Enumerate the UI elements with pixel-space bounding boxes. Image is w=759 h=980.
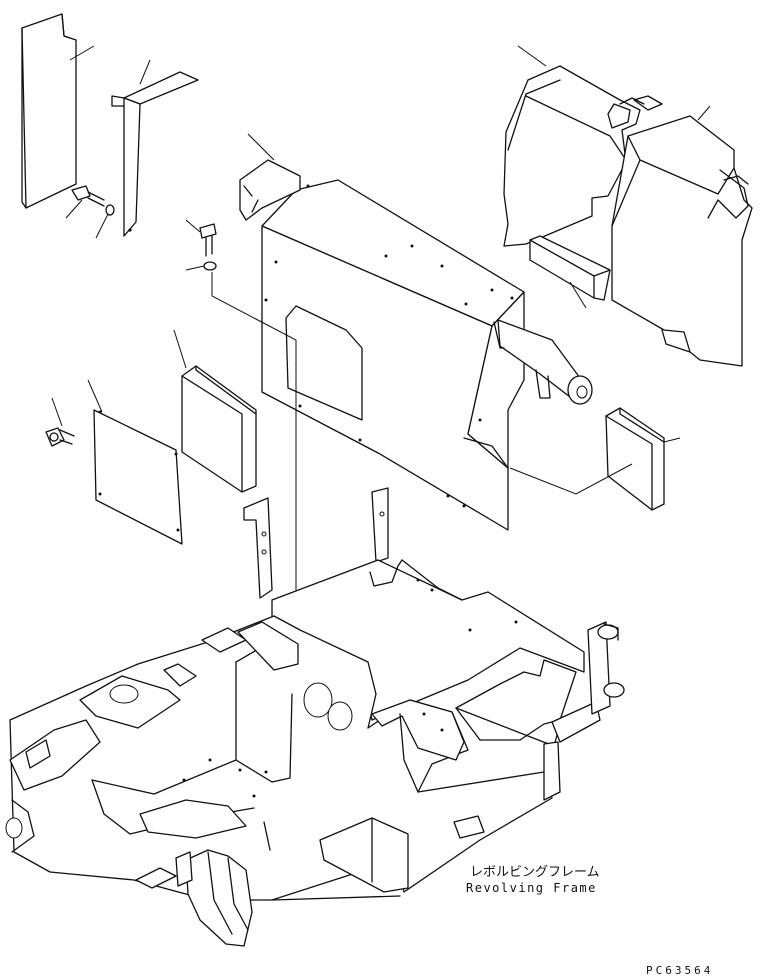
assembly-line: [509, 463, 633, 495]
frame-label-japanese: レボルビングフレーム: [470, 865, 600, 880]
cushion-block-lower: [605, 407, 665, 511]
counterweight-right-half: [611, 115, 753, 367]
bracket-plate: [111, 71, 199, 237]
leader-line-2: [139, 59, 151, 85]
rubber-pad: [181, 365, 257, 493]
leader-line-7: [697, 105, 711, 121]
center-cover-assembly: [239, 159, 593, 531]
cushion-block-upper: [529, 235, 611, 301]
washer-icon: [185, 261, 217, 271]
leader-line-6: [517, 45, 547, 67]
inspection-cover: [93, 409, 183, 545]
flange-bolt-icon: [45, 397, 75, 447]
leader-line-4: [173, 329, 187, 369]
frame-label-english: Revolving Frame: [466, 881, 597, 895]
leader-line-1: [69, 45, 95, 61]
bolt-icon: [185, 219, 217, 257]
leader-line-5: [87, 379, 103, 413]
counterweight-left-half: [503, 65, 663, 247]
leader-line-9: [663, 437, 681, 443]
revolving-frame: [5, 487, 625, 947]
leader-line-3: [247, 133, 275, 161]
drawing-code: PC63564: [646, 964, 713, 977]
washer-icon: [95, 204, 115, 239]
bolt-icon: [65, 185, 105, 219]
leader-line-8: [569, 281, 587, 309]
side-cover-plate: [21, 13, 77, 209]
